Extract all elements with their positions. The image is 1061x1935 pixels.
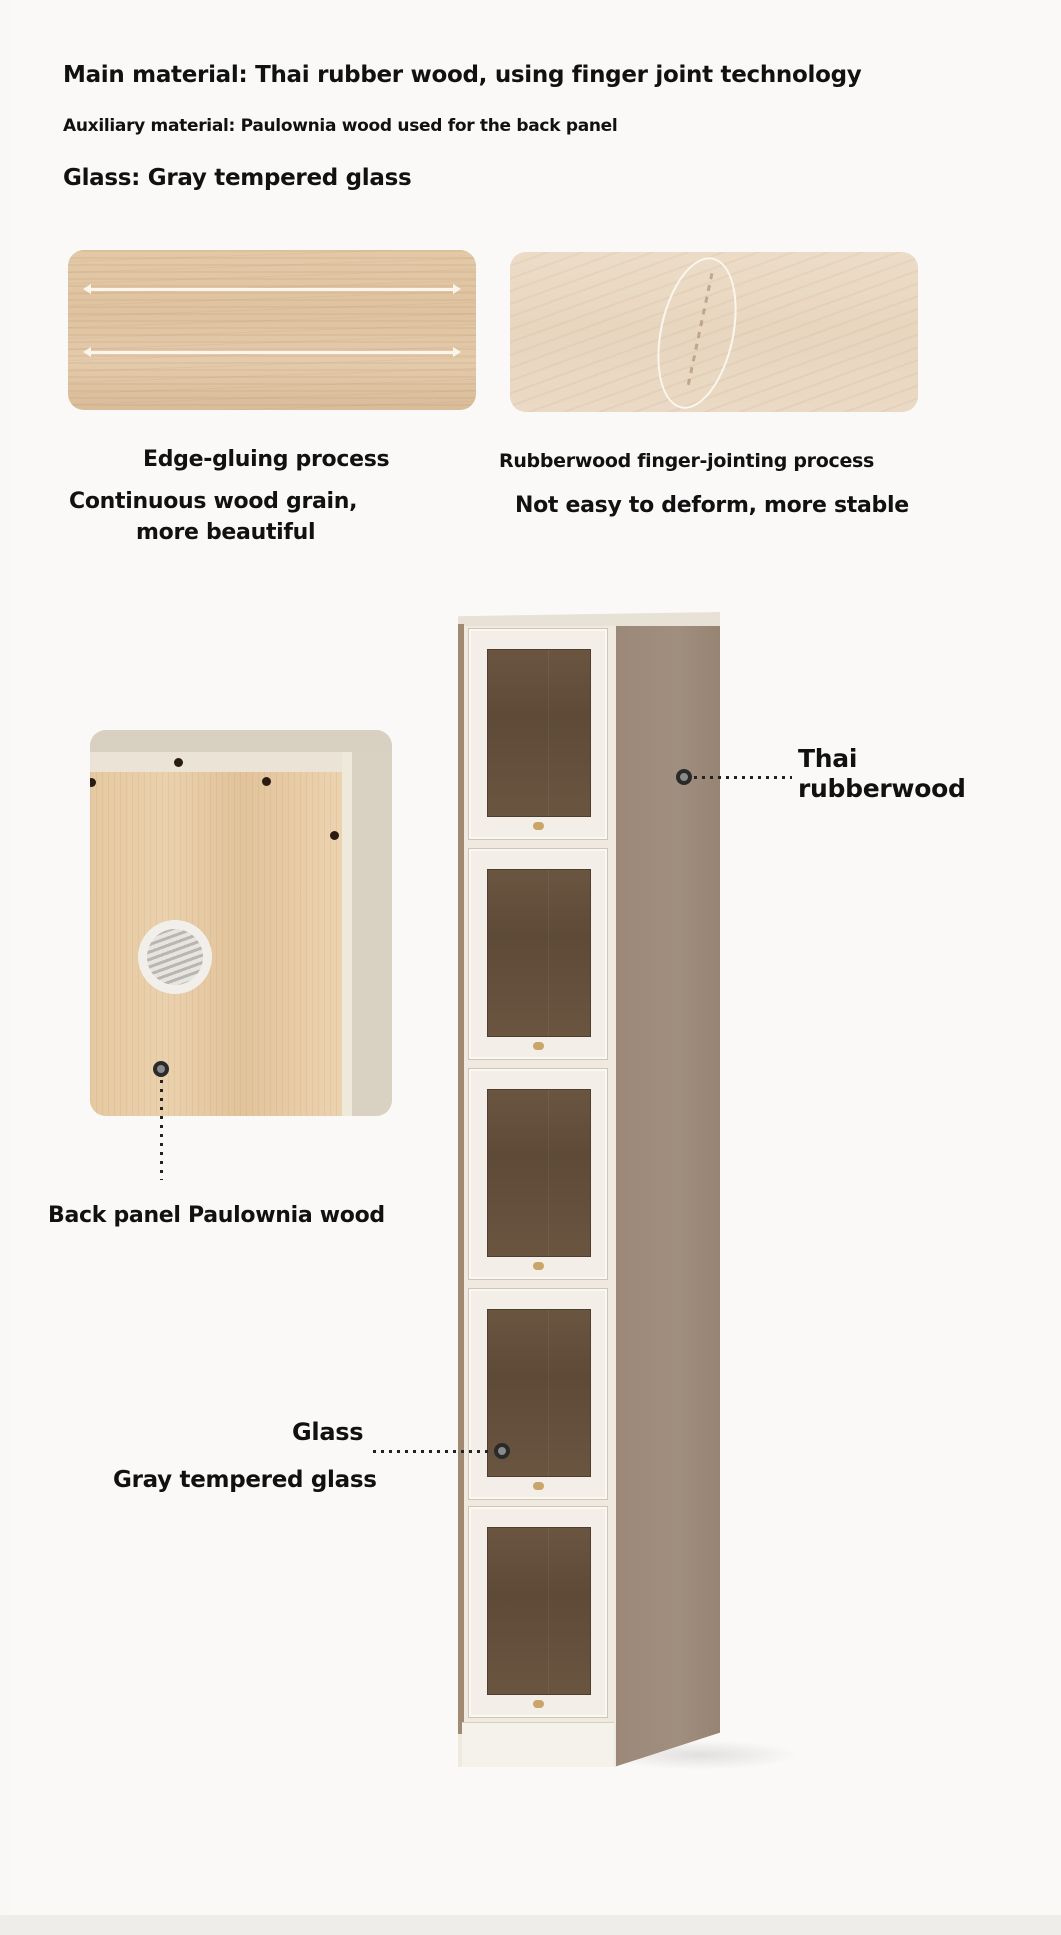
edge-gluing-title: Edge-gluing process [143, 447, 390, 472]
back-panel-leader-line [160, 1080, 163, 1180]
finger-jointed-wood-image [510, 252, 918, 412]
back-panel-marker-icon [153, 1061, 169, 1077]
glass-callout-title: Glass [292, 1418, 364, 1446]
glass-callout-subtitle: Gray tempered glass [113, 1467, 377, 1493]
glass-door [468, 1288, 608, 1500]
glass-marker-icon [494, 1443, 510, 1459]
rubberwood-marker-icon [676, 769, 692, 785]
rubberwood-label-line1: Thai [798, 744, 858, 773]
highlight-ellipse-icon [644, 252, 750, 412]
edge-gluing-benefit-line2: more beautiful [136, 520, 316, 545]
tempered-glass-pane [487, 1089, 591, 1257]
grain-arrow-icon [83, 284, 461, 294]
knob-icon [533, 1482, 544, 1490]
tempered-glass-pane [487, 649, 591, 817]
glass-door [468, 848, 608, 1060]
screw-icon [174, 758, 183, 767]
glass-door [468, 1068, 608, 1280]
glass-door [468, 628, 608, 840]
glass-leader-line [373, 1450, 491, 1453]
auxiliary-material-text: Auxiliary material: Paulownia wood used … [63, 116, 618, 136]
back-panel-label: Back panel Paulownia wood [48, 1203, 385, 1228]
vent-hole-icon [138, 920, 212, 994]
rubberwood-label-line2: rubberwood [798, 774, 966, 803]
finger-jointing-title: Rubberwood finger-jointing process [499, 450, 875, 472]
main-material-text: Main material: Thai rubber wood, using f… [63, 62, 862, 88]
cabinet-side-panel [614, 622, 720, 1767]
edge-gluing-benefit-line1: Continuous wood grain, [69, 489, 358, 514]
glass-material-text: Glass: Gray tempered glass [63, 165, 412, 191]
bottom-strip [0, 1915, 1061, 1935]
screw-icon [90, 778, 96, 787]
knob-icon [533, 822, 544, 830]
finger-jointing-benefit: Not easy to deform, more stable [515, 493, 909, 518]
screw-icon [262, 777, 271, 786]
tempered-glass-pane [487, 1527, 591, 1695]
rubberwood-leader-line [694, 776, 792, 779]
cabinet-plinth [462, 1722, 614, 1767]
back-panel-closeup-image [90, 730, 392, 1116]
edge-glued-wood-image [68, 250, 476, 410]
cabinet-illustration [458, 612, 720, 1767]
cabinet-top [458, 612, 720, 626]
knob-icon [533, 1700, 544, 1708]
screw-icon [330, 831, 339, 840]
glass-door [468, 1506, 608, 1718]
knob-icon [533, 1262, 544, 1270]
grain-arrow-icon [83, 347, 461, 357]
paulownia-wood-surface [90, 772, 342, 1116]
knob-icon [533, 1042, 544, 1050]
tempered-glass-pane [487, 869, 591, 1037]
